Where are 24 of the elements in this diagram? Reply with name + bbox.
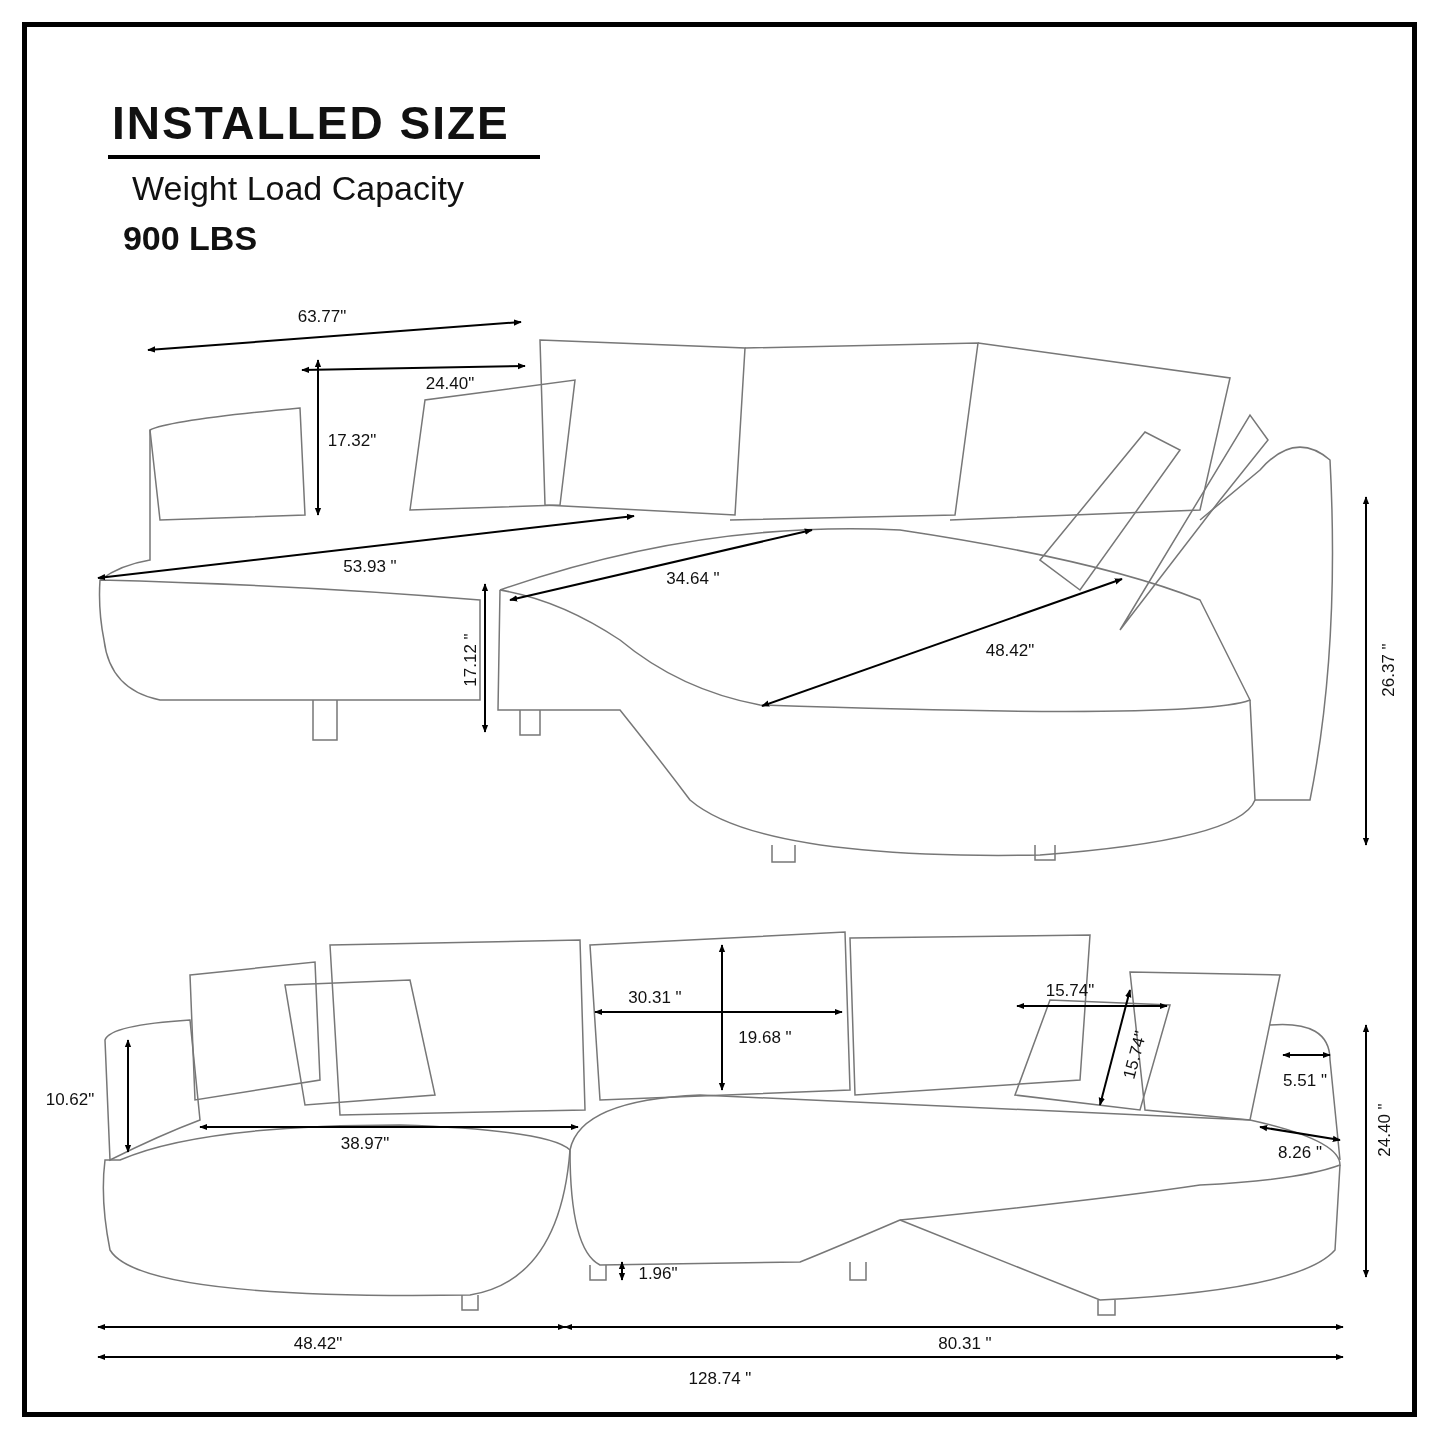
dimension-label: 17.12 " bbox=[461, 633, 479, 687]
dimension-label: 53.93 " bbox=[343, 557, 397, 575]
dimension-label: 17.32" bbox=[327, 431, 377, 449]
dimension-label: 38.97" bbox=[340, 1134, 390, 1152]
dimension-label: 10.62" bbox=[45, 1090, 95, 1108]
capacity-label: Weight Load Capacity bbox=[132, 171, 464, 205]
title: INSTALLED SIZE bbox=[112, 96, 510, 150]
capacity-value: 900 LBS bbox=[122, 221, 258, 255]
dimension-label: 80.31 " bbox=[938, 1334, 992, 1352]
dimension-label: 63.77" bbox=[297, 307, 347, 325]
dimension-label: 128.74 " bbox=[688, 1369, 752, 1387]
dimension-label: 24.40" bbox=[425, 374, 475, 392]
dimension-label: 8.26 " bbox=[1278, 1143, 1322, 1161]
dimension-label: 19.68 " bbox=[738, 1028, 792, 1046]
dimension-label: 1.96" bbox=[638, 1264, 678, 1282]
dimension-label: 15.74" bbox=[1045, 981, 1095, 999]
dimension-label: 26.37 " bbox=[1379, 643, 1397, 697]
dimension-label: 48.42" bbox=[985, 641, 1035, 659]
dimension-label: 48.42" bbox=[293, 1334, 343, 1352]
dimension-label: 5.51 " bbox=[1283, 1071, 1327, 1089]
dimension-label: 30.31 " bbox=[628, 988, 682, 1006]
dimension-label: 34.64 " bbox=[666, 569, 720, 587]
dimension-label: 24.40 " bbox=[1375, 1103, 1393, 1157]
dimension-label: 15.74" bbox=[1120, 1029, 1150, 1081]
